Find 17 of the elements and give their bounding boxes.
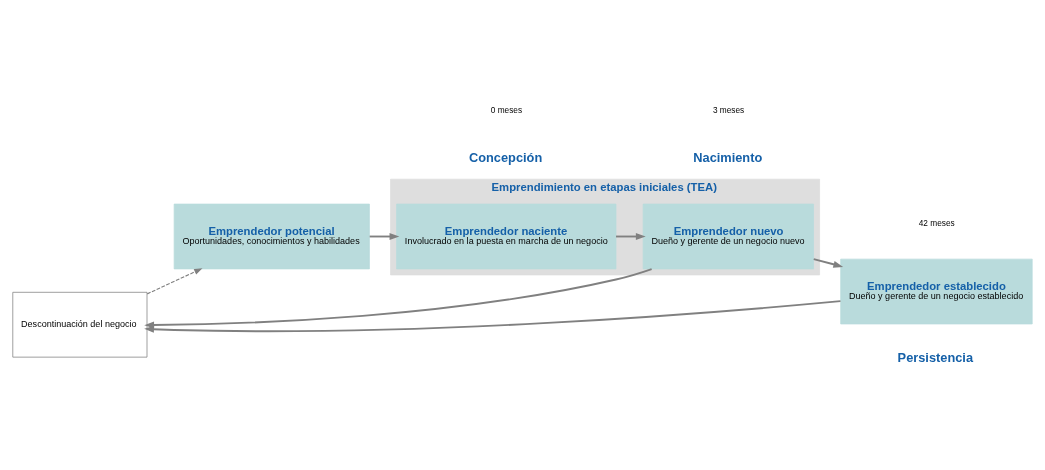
- arrow: [146, 268, 203, 295]
- node-box: Emprendedor establecido Dueño y gerente de un negocio establecido: [840, 258, 1033, 325]
- label: 3 meses: [712, 104, 745, 115]
- arrow: [144, 268, 653, 329]
- arrow: [144, 300, 842, 333]
- label: Concepción: [468, 149, 543, 165]
- label: Nacimiento: [693, 149, 763, 165]
- node-box: Emprendedor naciente Involucrado en la puesta en marcha de un negocio: [396, 203, 617, 270]
- node-box: Emprendedor nuevo Dueño y gerente de un negocio nuevo: [642, 203, 814, 270]
- arrow: [615, 233, 646, 240]
- label: Persistencia: [897, 349, 974, 365]
- arrow: [812, 258, 844, 268]
- node-box: Descontinuación del negocio: [12, 291, 148, 358]
- label: 42 meses: [918, 217, 955, 228]
- arrow: [368, 233, 400, 240]
- node-box: Emprendedor potencial Oportunidades, conocimientos y habilidades: [173, 203, 370, 270]
- label: 0 meses: [490, 104, 523, 115]
